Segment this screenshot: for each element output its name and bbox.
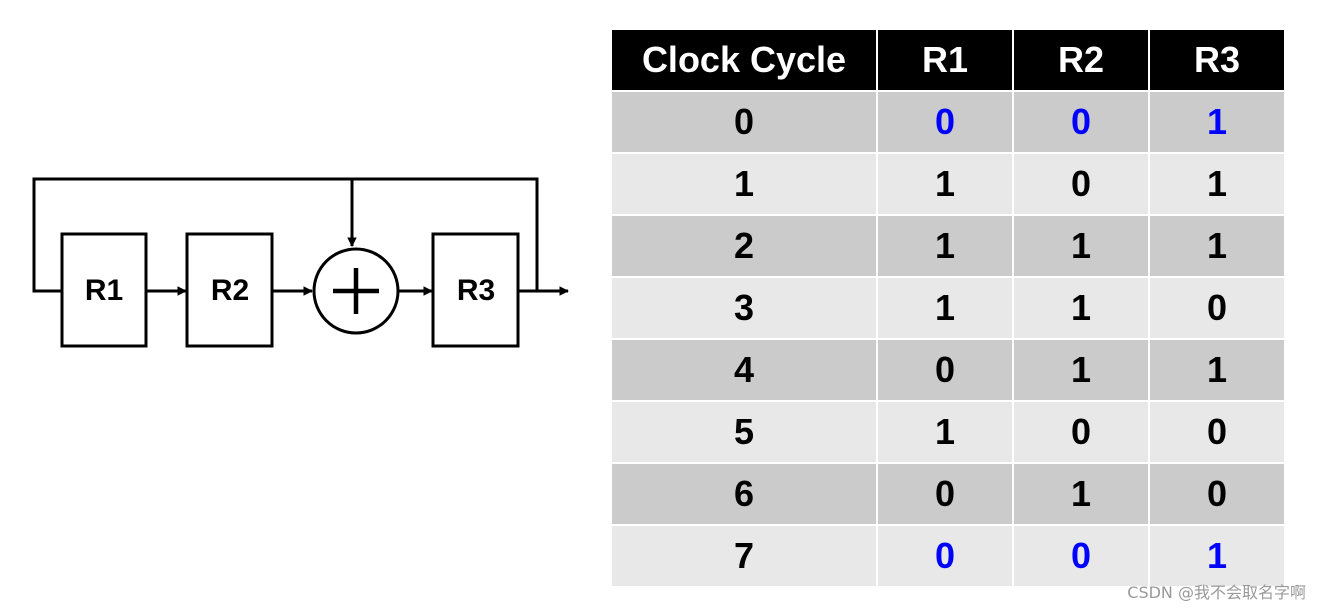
cell-r1: 0 xyxy=(878,340,1012,400)
header-r3: R3 xyxy=(1150,30,1284,90)
table-header-row: Clock Cycle R1 R2 R3 xyxy=(612,30,1284,90)
register-r2-label: R2 xyxy=(211,274,249,307)
cell-r2: 1 xyxy=(1014,278,1148,338)
table-row: 2 1 1 1 xyxy=(612,216,1284,276)
cell-r3: 1 xyxy=(1150,154,1284,214)
cell-r3: 0 xyxy=(1150,464,1284,524)
cell-cycle: 2 xyxy=(612,216,876,276)
cell-r3: 1 xyxy=(1150,92,1284,152)
cell-r1: 1 xyxy=(878,278,1012,338)
cell-cycle: 1 xyxy=(612,154,876,214)
cell-r2: 1 xyxy=(1014,216,1148,276)
xor-gate-icon xyxy=(312,247,400,335)
header-r1: R1 xyxy=(878,30,1012,90)
cell-r1: 1 xyxy=(878,154,1012,214)
cell-cycle: 6 xyxy=(612,464,876,524)
table-row: 3 1 1 0 xyxy=(612,278,1284,338)
cell-cycle: 7 xyxy=(612,526,876,586)
cell-r3: 1 xyxy=(1150,216,1284,276)
cell-r3: 1 xyxy=(1150,340,1284,400)
header-r2: R2 xyxy=(1014,30,1148,90)
lfsr-diagram: R1 R2 R3 xyxy=(32,177,569,348)
header-clock-cycle: Clock Cycle xyxy=(612,30,876,90)
cell-r2: 0 xyxy=(1014,154,1148,214)
cell-r2: 0 xyxy=(1014,402,1148,462)
table-row: 0 0 0 1 xyxy=(612,92,1284,152)
watermark: CSDN @我不会取名字啊 xyxy=(1127,583,1306,602)
cell-cycle: 5 xyxy=(612,402,876,462)
cell-cycle: 4 xyxy=(612,340,876,400)
cell-r2: 1 xyxy=(1014,464,1148,524)
cell-cycle: 3 xyxy=(612,278,876,338)
cell-r1: 0 xyxy=(878,92,1012,152)
cell-r2: 1 xyxy=(1014,340,1148,400)
cell-r1: 1 xyxy=(878,402,1012,462)
cell-r2: 0 xyxy=(1014,92,1148,152)
table-row: 5 1 0 0 xyxy=(612,402,1284,462)
table-row: 6 0 1 0 xyxy=(612,464,1284,524)
cell-r1: 0 xyxy=(878,526,1012,586)
register-r2: R2 xyxy=(185,232,274,348)
state-table: Clock Cycle R1 R2 R3 0 0 0 1 1 1 0 1 2 1… xyxy=(610,28,1286,588)
cell-r1: 0 xyxy=(878,464,1012,524)
cell-r2: 0 xyxy=(1014,526,1148,586)
cell-r3: 1 xyxy=(1150,526,1284,586)
cell-r1: 1 xyxy=(878,216,1012,276)
table-row: 1 1 0 1 xyxy=(612,154,1284,214)
register-r3: R3 xyxy=(431,232,520,348)
register-r3-label: R3 xyxy=(457,274,495,307)
cell-r3: 0 xyxy=(1150,402,1284,462)
cell-cycle: 0 xyxy=(612,92,876,152)
table-row: 7 0 0 1 xyxy=(612,526,1284,586)
table-row: 4 0 1 1 xyxy=(612,340,1284,400)
register-r1-label: R1 xyxy=(85,274,123,307)
cell-r3: 0 xyxy=(1150,278,1284,338)
feedback-wire xyxy=(32,177,539,293)
register-r1: R1 xyxy=(60,232,148,348)
